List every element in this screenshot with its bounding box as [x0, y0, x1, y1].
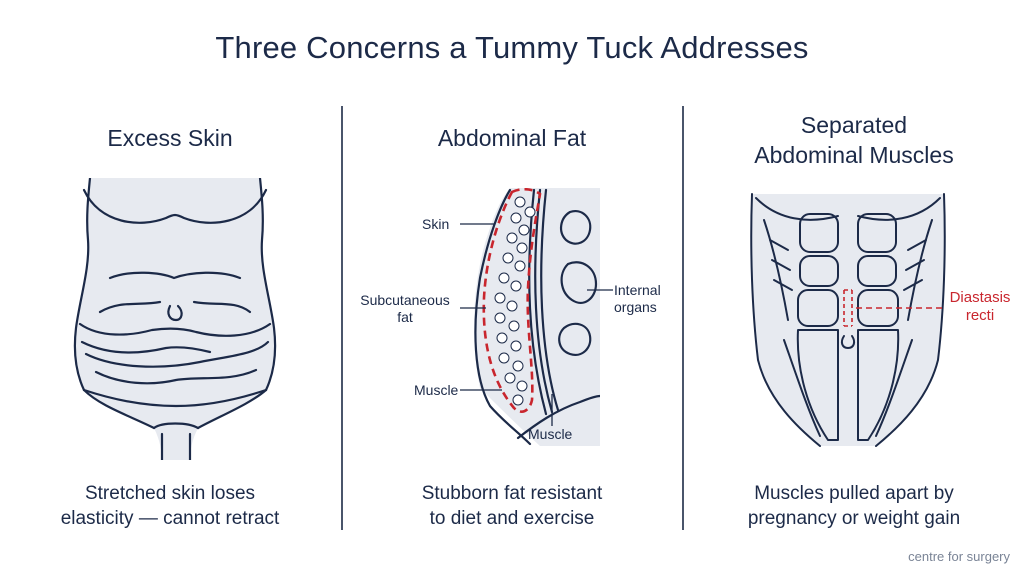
organs-leader-line — [587, 289, 613, 291]
panel-heading-excess-skin: Excess Skin — [107, 125, 233, 151]
panel-heading-abdominal-fat: Abdominal Fat — [437, 125, 587, 151]
page-title: Three Concerns a Tummy Tuck Addresses — [215, 30, 809, 65]
panel-divider-left — [341, 106, 343, 530]
label-muscle-bottom: Muscle — [528, 426, 573, 442]
label-muscle-left: Muscle — [414, 382, 459, 398]
panel-divider-right — [682, 106, 684, 530]
abdominal-cross-section-icon — [460, 188, 600, 446]
caption-separated-muscles: Muscles pulled apart by pregnancy or wei… — [747, 483, 961, 529]
label-skin: Skin — [422, 216, 450, 232]
footer-brand: centre for surgery — [908, 549, 1010, 564]
panel-heading-separated-muscles: Separated Abdominal Muscles — [754, 112, 954, 168]
caption-abdominal-fat: Stubborn fat resistant to diet and exerc… — [421, 483, 603, 529]
label-diastasis-recti: Diastasis recti — [949, 289, 1011, 324]
label-subcutaneous-fat: Subcutaneous fat — [360, 292, 450, 325]
caption-excess-skin: Stretched skin loses elasticity — cannot… — [60, 483, 280, 529]
torso-skin-folds-icon — [73, 178, 277, 460]
abdominal-muscles-icon — [750, 193, 946, 447]
label-internal-organs: Internal organs — [614, 282, 661, 315]
